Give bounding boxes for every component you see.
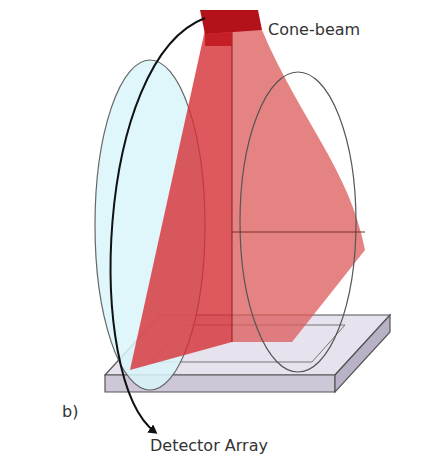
source-block-front [205,32,232,46]
rotation-arrow [111,18,205,432]
beam-label: Cone-beam [268,20,360,39]
beam-line [232,232,365,233]
source-block [200,10,262,34]
panel-letter: b) [62,402,78,421]
cone-right-face [232,30,365,342]
gantry-ring-right [240,72,356,372]
detector-label: Detector Array [150,436,268,455]
beam-edge [232,30,233,342]
